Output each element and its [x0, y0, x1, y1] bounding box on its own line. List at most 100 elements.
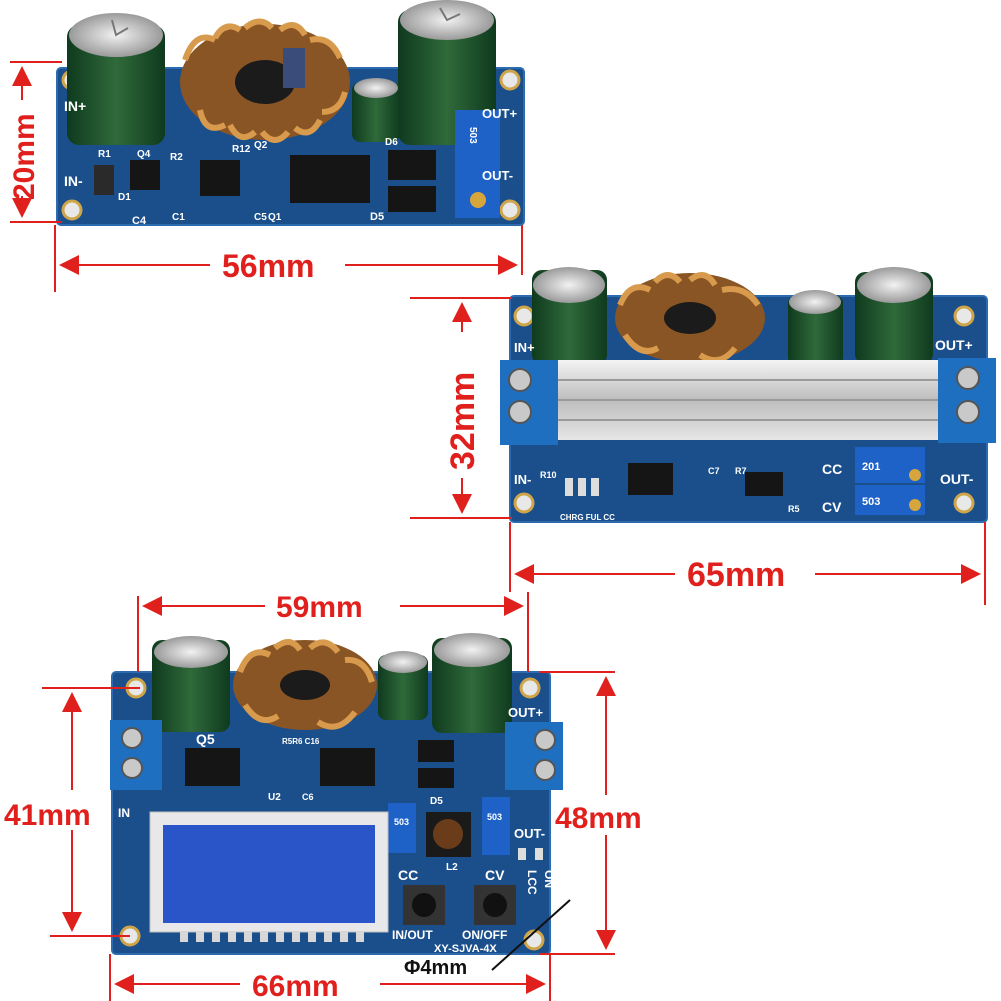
silk-out-minus: OUT- [482, 168, 513, 183]
on-off-button[interactable] [474, 885, 516, 925]
led [578, 478, 586, 496]
led [518, 848, 526, 860]
silk-in-plus: IN+ [514, 340, 535, 355]
silk-cv: CV [822, 499, 842, 515]
led [591, 478, 599, 496]
capacitor [378, 651, 428, 720]
silk-btn-in-out: IN/OUT [392, 928, 433, 942]
silk-c1: C1 [172, 212, 185, 223]
mosfet [320, 748, 375, 786]
capacitor [855, 267, 933, 364]
right-height-label: 48mm [555, 802, 642, 835]
capacitor [352, 78, 400, 142]
pot-label: 201 [862, 461, 880, 473]
mosfet [290, 155, 370, 203]
silk-r2: R2 [170, 152, 183, 163]
dimension-width-56mm: 56mm [54, 225, 523, 292]
potentiometer [482, 797, 510, 855]
silk-c4: C4 [132, 215, 147, 227]
silk-q5: Q5 [196, 731, 215, 747]
silk-r7: R7 [735, 466, 747, 476]
silk-btn-on-off: ON/OFF [462, 928, 507, 942]
diode [418, 768, 454, 788]
led [565, 478, 573, 496]
mounting-hole [519, 677, 541, 699]
silk-in-minus: IN- [514, 472, 531, 487]
height-label: 20mm [8, 113, 41, 200]
dimension-height-32mm: 32mm [410, 297, 512, 519]
silk-c7: C7 [708, 466, 720, 476]
dimension-width-59mm: 59mm [137, 591, 529, 672]
in-out-button[interactable] [403, 885, 445, 925]
module-small: 503 IN+ IN- OUT+ OUT- C4 D1 Q4 R1 R2 C1 … [56, 0, 525, 227]
bottom-width-label: 66mm [252, 970, 339, 1001]
led [535, 848, 543, 860]
hole-diameter-label: Φ4mm [404, 957, 467, 979]
mounting-hole [61, 199, 83, 221]
ic-chip [745, 472, 783, 496]
diode [388, 186, 436, 212]
pot-label: 503 [862, 496, 880, 508]
silk-d5: D5 [430, 796, 443, 807]
heatsink [555, 360, 940, 440]
silk-r1: R1 [98, 149, 111, 160]
silk-cc: CC [398, 867, 418, 883]
ic-chip [200, 160, 240, 196]
silk-l2: L2 [446, 862, 458, 873]
terminal-block [110, 720, 162, 790]
transistor [130, 160, 160, 190]
silk-in-minus: IN- [64, 173, 83, 189]
terminal-block [500, 360, 558, 445]
silk-out-plus: OUT+ [935, 337, 973, 353]
top-width-label: 59mm [276, 591, 363, 624]
capacitor [67, 13, 165, 145]
pot-label: 503 [394, 817, 409, 827]
silk-out-minus: OUT- [514, 826, 545, 841]
mounting-hole [513, 492, 535, 514]
potentiometer: 503 [455, 110, 500, 218]
capacitor [788, 290, 843, 365]
silk-r5r6: R5R6 C16 [282, 737, 320, 746]
silk-lcc: LCC [525, 870, 539, 895]
silk-r5: R5 [788, 504, 800, 514]
width-label: 65mm [687, 556, 785, 594]
lcd-display [149, 811, 389, 933]
diode [418, 740, 454, 762]
silk-q1: Q1 [268, 212, 282, 223]
silk-q4: Q4 [137, 149, 151, 160]
silk-cc: CC [822, 461, 842, 477]
mosfet [185, 748, 240, 786]
diode [94, 165, 114, 195]
silk-c5: C5 [254, 212, 267, 223]
silk-out-minus: OUT- [940, 471, 974, 487]
silk-q2: Q2 [254, 140, 268, 151]
capacitor [532, 267, 607, 365]
ic-chip [628, 463, 673, 495]
potentiometer: 201 [855, 447, 925, 483]
potentiometer [388, 803, 416, 853]
mounting-hole [953, 492, 975, 514]
module-heatsink: 201 503 IN+ IN- OUT+ OUT- CC CV R10 C7 R… [500, 267, 996, 523]
capacitor [432, 633, 512, 733]
mounting-hole [499, 69, 521, 91]
dimension-width-65mm: 65mm [509, 522, 986, 605]
dimension-hole-diameter: Φ4mm [404, 899, 571, 979]
terminal-block [938, 358, 996, 443]
mounting-hole [953, 305, 975, 327]
silk-d6: D6 [385, 137, 398, 148]
silk-out-plus: OUT+ [482, 106, 517, 121]
dimension-width-66mm: 66mm [109, 954, 551, 1001]
silk-in: IN [118, 806, 130, 820]
silk-model: XY-SJVA-4X [434, 943, 497, 955]
dimension-height-41mm: 41mm [4, 687, 140, 937]
silk-d1: D1 [118, 192, 131, 203]
left-height-label: 41mm [4, 799, 91, 832]
silk-on: ON [542, 870, 556, 888]
silk-in-plus: IN+ [64, 98, 86, 114]
module-display: 503 503 Q5 OUT+ OUT- [110, 633, 563, 955]
dimension-height-48mm: 48mm [540, 671, 642, 955]
silk-r12: R12 [232, 144, 251, 155]
width-label: 56mm [222, 248, 315, 284]
toroid-inductor [180, 18, 350, 143]
